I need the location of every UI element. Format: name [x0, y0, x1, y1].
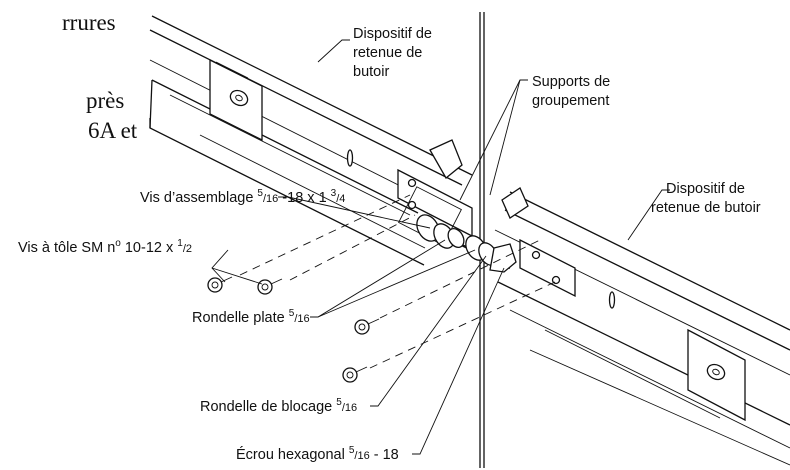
label-bumper-retainer-right: Dispositif de retenue de butoir: [651, 181, 761, 216]
left-slot-hole: [229, 89, 249, 107]
sheet-metal-screws: [207, 276, 380, 383]
label-hex-nut: Écrou hexagonal 5/16 - 18: [236, 445, 399, 463]
body-text-line-1: rrures: [62, 10, 116, 35]
label-bumper-retainer-top: Dispositif de retenue de butoir: [353, 26, 436, 80]
label-gang-brackets: Supports de groupement: [532, 74, 614, 109]
screw-1: [207, 276, 233, 293]
body-text-line-2: près: [86, 88, 124, 113]
screw-4: [342, 366, 368, 383]
labels: Dispositif de retenue de butoir Supports…: [18, 26, 761, 463]
body-text-line-3: 6A et: [88, 118, 138, 143]
left-bumper-retainer: [149, 15, 473, 266]
right-gang-bracket: [519, 238, 576, 298]
label-sheet-metal-screw: Vis à tôle SM no 10-12 x 1/2: [18, 238, 192, 256]
assembly-guide-lines: [239, 194, 556, 369]
hex-nut: [489, 243, 517, 273]
right-bumper-retainer: [494, 187, 790, 466]
screw-2: [257, 278, 283, 295]
label-carriage-bolt: Vis d’assemblage 5/16 -18 x 1 3/4: [140, 188, 345, 206]
hardware-stack: [416, 214, 517, 273]
label-flat-washer: Rondelle plate 5/16: [192, 308, 310, 326]
label-lock-washer: Rondelle de blocage 5/16: [200, 397, 357, 415]
right-oblong-hole: [608, 291, 616, 309]
body-text-fragment: rrures près 6A et: [62, 10, 138, 143]
right-slot-hole: [706, 363, 726, 381]
leader-lines: [211, 39, 670, 455]
screw-3: [354, 318, 380, 335]
left-oblong-hole: [346, 149, 354, 167]
